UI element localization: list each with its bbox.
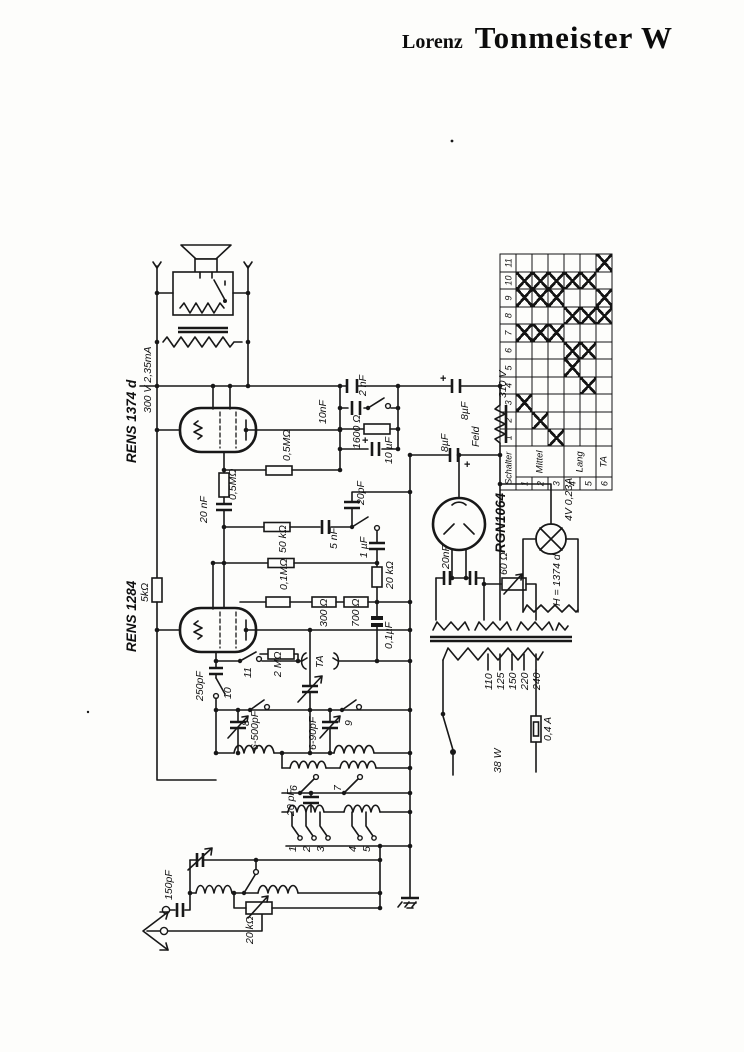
page-title: Lorenz Tonmeister W [402,20,673,56]
row-654 [259,648,301,664]
tap-150-label: 150 [507,672,519,690]
capacitor-2nF-label: 2 nF [357,374,369,397]
hum-pot-label: 60 Ω [498,552,510,575]
ground-rail [397,454,419,909]
plus-sign: + [440,373,446,385]
trimmer-a-label: 6-500pF [249,710,261,750]
tube-rens1374d [154,385,343,454]
tuning-capacitor [297,627,323,756]
resistor-20k-a-label: 20 kΩ [384,561,396,590]
resistor-5k-label: 5kΩ [139,583,151,602]
switch-1-label: 1 [287,846,299,852]
model-name: Tonmeister W [474,20,674,55]
fuse-label: 0,4 A [542,717,554,741]
resistor-700-label: 700 Ω [350,599,362,627]
resistor-1600-label: 1600 Ω [351,415,363,449]
coupling-resistor-label: 0,5MΩ [281,430,293,461]
tap-125-label: 125 [495,672,507,690]
bplus-rail [139,383,503,389]
switch-11-label: 11 [242,667,254,678]
volume-pot-label: 20 kΩ [244,916,256,945]
coupling-cap-label: 20 nF [198,496,210,524]
capacitor-01uF-label: 0,1µF [383,621,395,649]
voltage-310-label: 310 V [497,370,509,398]
tap-110-label: 110 [483,673,495,690]
capacitor-10nF-label: 10nF [317,399,329,424]
capacitor-150pF-label: 150pF [163,870,175,900]
left-rail [151,385,217,781]
switch-8-label: 8 [240,720,252,726]
grid-resistor-label: 0,5MΩ [227,469,239,500]
rectifier-name: RGN1064 [493,492,508,553]
tap-240-label: 240 [531,672,543,691]
coupling-resistor [223,465,343,476]
mains-transformer [430,621,572,776]
capacitor-250pF-label: 250pF [194,671,206,702]
switch-3-label: 3 [315,846,327,852]
heater-winding-label: H = 1374 d [551,553,563,606]
power-label: 38 W [492,747,504,773]
anode-data-label: 300 V 2,35mA [142,346,154,413]
capacitor-5nF-label: 5 nF [328,527,340,549]
capacitor-8uF-a-label: 8µF [459,401,471,420]
switch-7-label: 7 [332,784,344,791]
tube2-name: RENS 1284 [124,580,139,652]
field-coil [494,385,508,621]
capacitor-10uF-label: 10 µF [383,436,395,464]
switch-10-label: 10 [222,687,234,699]
switch-4-label: 4 [347,846,359,852]
row-563 [212,530,385,662]
output-transformer [152,261,253,387]
rectifier-cap-label: 20nF [440,544,452,570]
capacitor-1uF-label: 1 µF [358,536,370,558]
trimmer-b-label: 6-90pF [307,716,319,750]
switch-5-label: 5 [361,846,373,852]
capacitor-8uF-b: + [407,448,501,471]
capacitor-2nF [345,379,359,393]
ta-line [213,651,413,670]
capacitor-20pF-b-label: 20 pF [285,789,297,817]
resistor-300-label: 300 Ω [318,599,330,627]
lamp-rating-label: 4V 0,23A [563,478,575,521]
capacitor-8uF-b-label: 8µF [439,433,451,452]
capacitor-20pF-a-label: 20pF [355,480,367,506]
chain-250pF [209,651,226,756]
tube1-name: RENS 1374 d [124,379,139,463]
field-coil-label: Feld [470,425,482,447]
tap-220-label: 220 [519,672,531,691]
scan-speckle [86,710,90,714]
scan-speckle [450,139,454,143]
row-602 [239,596,413,608]
antenna-section [142,845,383,951]
dial-lamp [499,483,579,613]
loudspeaker [156,244,249,316]
switch-6-label: 6 [288,785,300,791]
tone-network: + [337,385,401,471]
hum-potentiometer [483,573,537,621]
row-527 [223,489,413,534]
tube-rgn1064 [431,452,487,621]
band-ladder [215,699,413,849]
tube-rens1284 [178,560,413,654]
ta-label: TA [314,655,326,668]
resistor-01M-label: 0,1MΩ [278,559,290,590]
brand-name: Lorenz [402,31,463,53]
resistor-2M-label: 2 MΩ [272,651,284,678]
switch-9-label: 9 [343,720,355,726]
plus-sign: + [464,459,470,471]
resistor-50k-label: 50 kΩ [277,525,289,553]
switch-2-label: 2 [301,846,313,853]
plus-sign: + [362,435,368,447]
capacitor-8uF-a: + [440,373,462,393]
